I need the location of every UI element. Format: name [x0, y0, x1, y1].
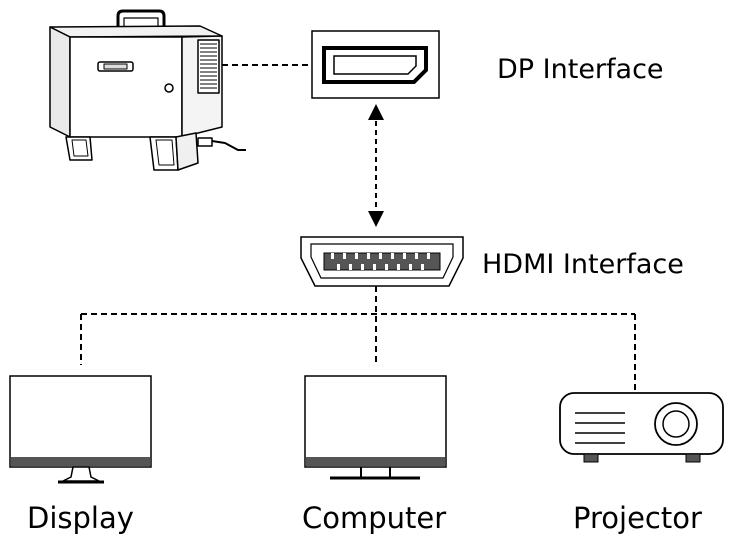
dp-interface-label: DP Interface	[497, 54, 664, 85]
computer-icon	[304, 375, 447, 480]
computer-label: Computer	[302, 501, 447, 535]
dp-port-icon	[311, 30, 440, 99]
display-label: Display	[27, 501, 134, 535]
projector-icon	[559, 392, 724, 463]
hdmi-port-icon	[300, 236, 464, 287]
device-box-icon	[49, 9, 246, 171]
hdmi-interface-label: HDMI Interface	[482, 249, 684, 280]
display-icon	[9, 375, 152, 484]
hdmi-distribution-lines	[80, 286, 636, 390]
projector-label: Projector	[573, 501, 702, 535]
